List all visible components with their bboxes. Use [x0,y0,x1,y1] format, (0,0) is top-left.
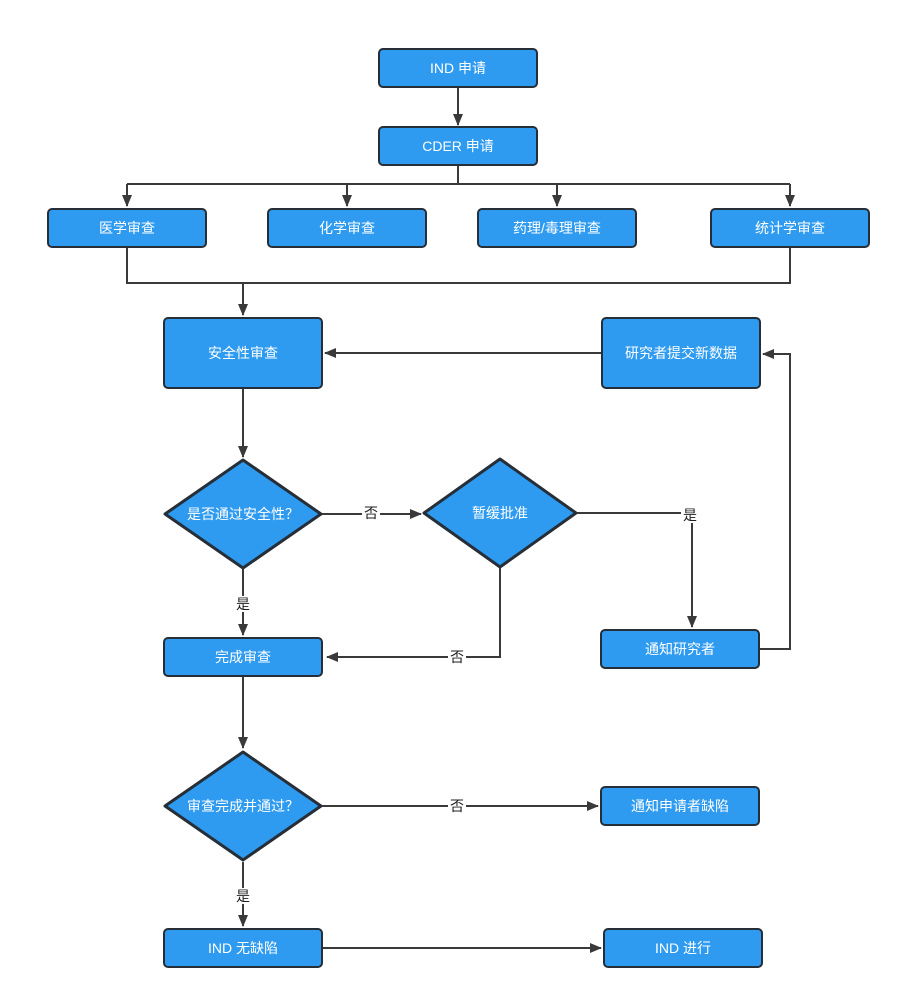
node-label: 通知研究者 [645,641,715,657]
node-notify-researcher: 通知研究者 [600,629,760,669]
node-label: IND 无缺陷 [208,940,278,956]
node-label: 化学审查 [319,220,375,236]
node-label: 药理/毒理审查 [513,220,601,236]
node-label: 是否通过安全性？ [187,506,299,522]
node-notify-applicant-defects: 通知申请者缺陷 [600,786,760,826]
node-label: 暂缓批准 [472,505,528,521]
node-label: IND 申请 [430,60,486,76]
node-ind-application: IND 申请 [378,48,538,88]
node-label: 安全性审查 [208,345,278,361]
edge-label-hold-yes: 是 [681,506,699,524]
node-statistics-review: 统计学审查 [710,208,870,248]
edge-label-review-no: 否 [448,797,466,815]
diamond-shape [163,458,323,570]
node-ind-no-defects: IND 无缺陷 [163,928,323,968]
edge-label-hold-no: 否 [448,648,466,666]
node-chemistry-review: 化学审查 [267,208,427,248]
node-label: 审查完成并通过？ [187,798,299,814]
node-medical-review: 医学审查 [47,208,207,248]
edge-label-review-yes: 是 [234,887,252,905]
node-label: 统计学审查 [755,220,825,236]
node-label: CDER 申请 [422,138,494,154]
node-label: 医学审查 [99,220,155,236]
diamond-shape [163,750,323,862]
node-label: 完成审查 [215,649,271,665]
node-ind-proceed: IND 进行 [603,928,763,968]
node-label: 通知申请者缺陷 [631,798,729,814]
node-safety-pass-decision: 是否通过安全性？ [163,458,323,570]
edge-label-safety-no: 否 [362,504,380,522]
node-label: IND 进行 [655,940,711,956]
node-label: 研究者提交新数据 [625,345,737,361]
node-review-passed-decision: 审查完成并通过？ [163,750,323,862]
node-pharm-tox-review: 药理/毒理审查 [477,208,637,248]
edge-label-safety-yes: 是 [234,595,252,613]
node-submit-new-data: 研究者提交新数据 [601,317,761,389]
node-safety-review: 安全性审查 [163,317,323,389]
node-hold-approval-decision: 暂缓批准 [422,457,578,569]
node-complete-review: 完成审查 [163,637,323,677]
diamond-shape [422,457,578,569]
node-cder-application: CDER 申请 [378,126,538,166]
